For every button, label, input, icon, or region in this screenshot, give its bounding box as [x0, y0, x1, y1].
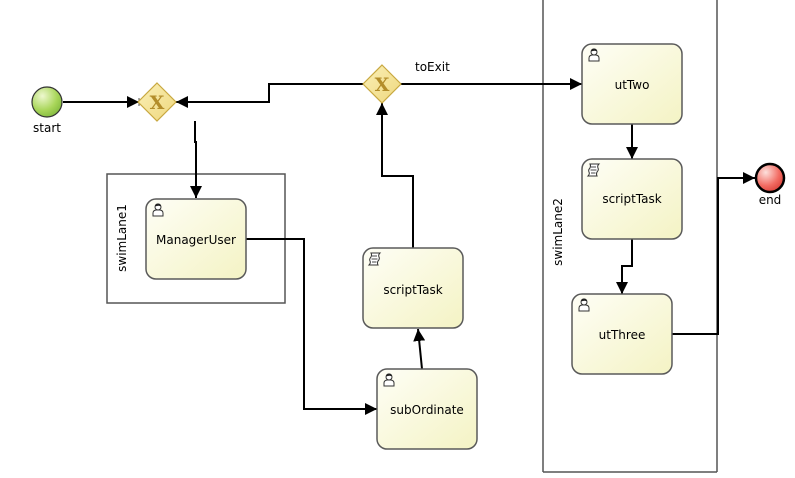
- start-event-label: start: [33, 121, 61, 135]
- task-manageruser[interactable]: ManagerUser: [145, 198, 247, 280]
- end-event-label: end: [759, 193, 782, 207]
- gateway-x-icon: X: [150, 92, 165, 114]
- gateway-diamond[interactable]: [137, 82, 177, 122]
- flow-manageruser-to-subordinate[interactable]: [246, 238, 377, 415]
- gateway-diamond[interactable]: [362, 64, 402, 104]
- sequence-flows: toExit: [63, 60, 755, 415]
- flow-gw1-to-manageruser[interactable]: [190, 121, 202, 198]
- task-box[interactable]: [581, 158, 683, 240]
- flow-subordinate-to-scripttask[interactable]: [413, 328, 426, 370]
- task-subordinate[interactable]: subOrdinate: [376, 368, 478, 450]
- task-box[interactable]: [362, 247, 464, 329]
- task-label: subOrdinate: [390, 403, 464, 417]
- start-event-circle[interactable]: [31, 86, 63, 118]
- task-scripttask-2[interactable]: scriptTask: [581, 158, 683, 240]
- end-event[interactable]: end: [754, 162, 786, 207]
- task-box[interactable]: [571, 293, 673, 375]
- exclusive-gateway-1[interactable]: X: [137, 82, 177, 122]
- task-scripttask-1[interactable]: scriptTask: [362, 247, 464, 329]
- task-label: ManagerUser: [156, 233, 236, 247]
- flow-label-toexit: toExit: [415, 60, 450, 74]
- start-event[interactable]: start: [31, 86, 63, 135]
- task-label: scriptTask: [602, 192, 661, 206]
- flow-scripttask-to-gw2[interactable]: [376, 103, 414, 248]
- swimlane-1-label: swimLane1: [115, 204, 129, 272]
- task-uttwo[interactable]: utTwo: [581, 43, 683, 125]
- task-box[interactable]: [581, 43, 683, 125]
- flow-utthree-to-end[interactable]: [672, 172, 755, 335]
- end-event-circle[interactable]: [754, 162, 786, 194]
- task-label: utTwo: [615, 78, 650, 92]
- exclusive-gateway-2[interactable]: X: [362, 64, 402, 104]
- task-utthree[interactable]: utThree: [571, 293, 673, 375]
- task-box[interactable]: [145, 198, 247, 280]
- swimlane-2-label: swimLane2: [551, 198, 565, 266]
- flow-gw2-to-gw1[interactable]: [176, 83, 363, 108]
- task-label: utThree: [599, 328, 646, 342]
- gateway-x-icon: X: [375, 74, 390, 96]
- task-box[interactable]: [376, 368, 478, 450]
- task-label: scriptTask: [383, 283, 442, 297]
- flow-scripttask2-to-utthree[interactable]: [616, 239, 633, 294]
